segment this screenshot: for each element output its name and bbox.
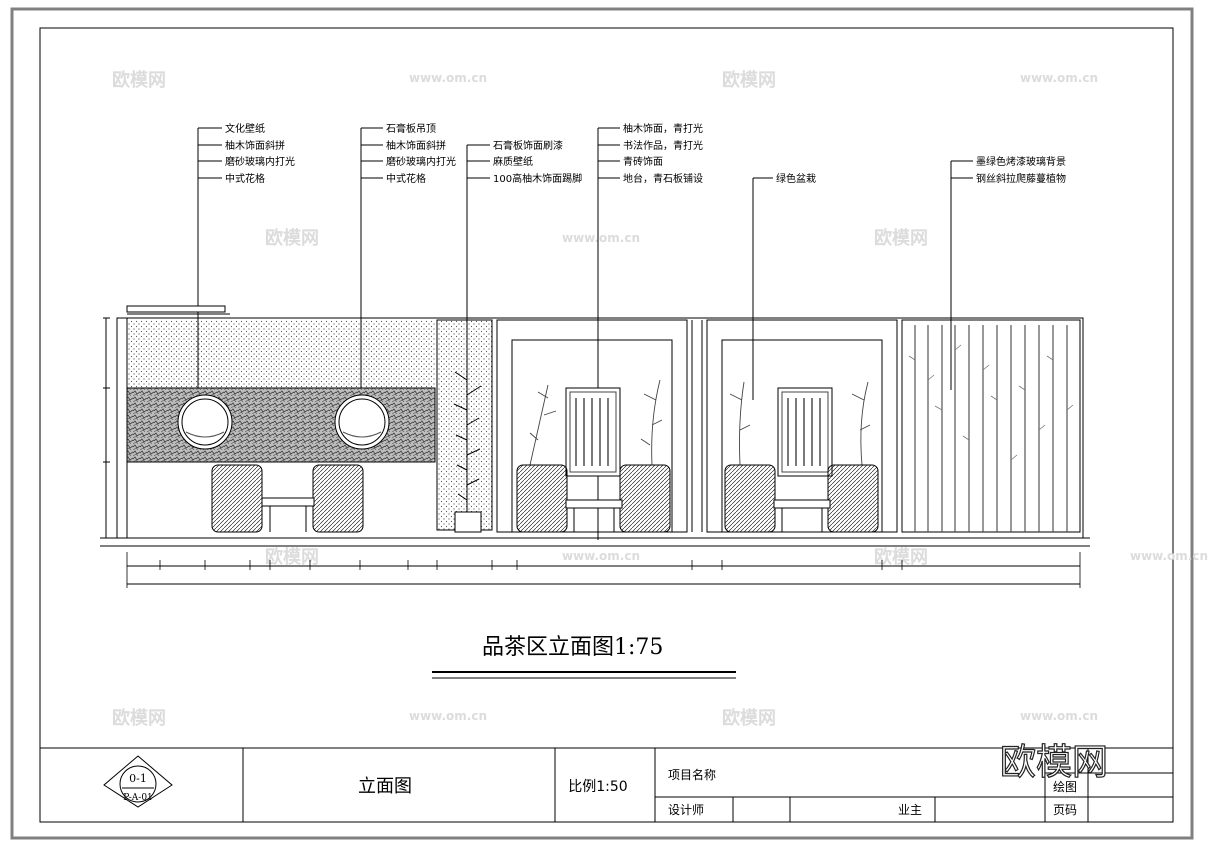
- watermark-text: 欧模网: [874, 546, 928, 568]
- scale-label: 比例1:50: [568, 779, 627, 795]
- page-label: 页码: [1053, 803, 1077, 817]
- brand-watermark: 欧模网: [1000, 742, 1108, 783]
- watermark-layer: 欧模网 欧模网 欧模网 欧模网 欧模网 欧模网 欧模网 欧模网: [112, 69, 928, 729]
- annotation-label: 中式花格: [225, 172, 265, 185]
- sheet-name: 立面图: [358, 776, 412, 797]
- watermark-text: 欧模网: [112, 69, 166, 91]
- annotation-label: 石膏板吊顶: [386, 122, 436, 135]
- watermark-url-layer: www.om.cn www.om.cn www.om.cn www.om.cn …: [409, 71, 1208, 723]
- outer-frame: [10, 7, 1194, 840]
- watermark-text: 欧模网: [722, 707, 776, 729]
- drawn-by-label: 绘图: [1053, 779, 1077, 794]
- watermark-url: www.om.cn: [1020, 709, 1098, 723]
- annotation-label: 柚木饰面，青打光: [623, 122, 703, 135]
- elevation-view: [100, 305, 1090, 588]
- watermark-url: www.om.cn: [562, 231, 640, 245]
- watermark-url: www.om.cn: [409, 71, 487, 85]
- annotation-label: 麻质壁纸: [493, 155, 533, 168]
- annotation-label: 钢丝斜拉爬藤蔓植物: [976, 172, 1066, 185]
- watermark-text: 欧模网: [265, 546, 319, 568]
- watermark-text: 欧模网: [265, 227, 319, 249]
- watermark-url: www.om.cn: [562, 549, 640, 563]
- annotation-label: 磨砂玻璃内打光: [386, 155, 456, 168]
- annotation-label: 中式花格: [386, 172, 426, 185]
- annotation-labels: 文化壁纸 柚木饰面斜拼 磨砂玻璃内打光 中式花格 石膏板吊顶 柚木饰面斜拼 磨砂…: [225, 122, 1066, 185]
- annotation-label: 100高柚木饰面踢脚: [493, 172, 582, 185]
- annotation-label: 青砖饰面: [623, 155, 663, 168]
- watermark-text: 欧模网: [874, 227, 928, 249]
- annotation-label: 绿色盆栽: [776, 172, 816, 185]
- section-symbol-top: 0-1: [129, 772, 147, 785]
- drawing-title: 品茶区立面图1:75: [482, 635, 663, 660]
- designer-label: 设计师: [668, 803, 704, 817]
- annotation-label: 地台，青石板铺设: [623, 172, 703, 185]
- title-block: [40, 747, 1173, 822]
- annotation-label: 磨砂玻璃内打光: [225, 155, 295, 168]
- owner-label: 业主: [898, 803, 922, 817]
- watermark-text: 欧模网: [722, 69, 776, 91]
- inner-frame: [39, 27, 1174, 823]
- annotation-label: 柚木饰面斜拼: [386, 139, 446, 152]
- annotation-label: 墨绿色烤漆玻璃背景: [976, 155, 1066, 168]
- annotation-label: 文化壁纸: [225, 122, 265, 135]
- watermark-url: www.om.cn: [1020, 71, 1098, 85]
- watermark-url: www.om.cn: [409, 709, 487, 723]
- project-name-label: 项目名称: [668, 767, 716, 782]
- annotation-label: 柚木饰面斜拼: [225, 139, 285, 152]
- watermark-text: 欧模网: [112, 707, 166, 729]
- section-symbol: 0-1 P-A-01: [103, 755, 173, 808]
- annotation-label: 石膏板饰面刷漆: [493, 139, 563, 152]
- annotation-label: 书法作品，青打光: [623, 139, 703, 152]
- watermark-url: www.om.cn: [1130, 549, 1208, 563]
- section-symbol-bottom: P-A-01: [123, 793, 153, 803]
